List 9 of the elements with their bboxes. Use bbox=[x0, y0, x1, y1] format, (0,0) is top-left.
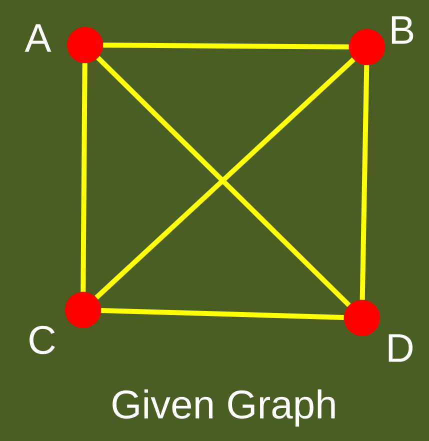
caption: Given Graph bbox=[112, 389, 335, 427]
vertex-label: B bbox=[392, 16, 414, 44]
graph-edge bbox=[103, 42, 349, 50]
graph-edge bbox=[101, 308, 344, 320]
vertex-label: A bbox=[24, 24, 52, 52]
vertex-label: C bbox=[30, 326, 55, 354]
vertex-label: D bbox=[388, 334, 413, 362]
graph-edge bbox=[80, 63, 88, 292]
graph-edge bbox=[360, 65, 370, 300]
